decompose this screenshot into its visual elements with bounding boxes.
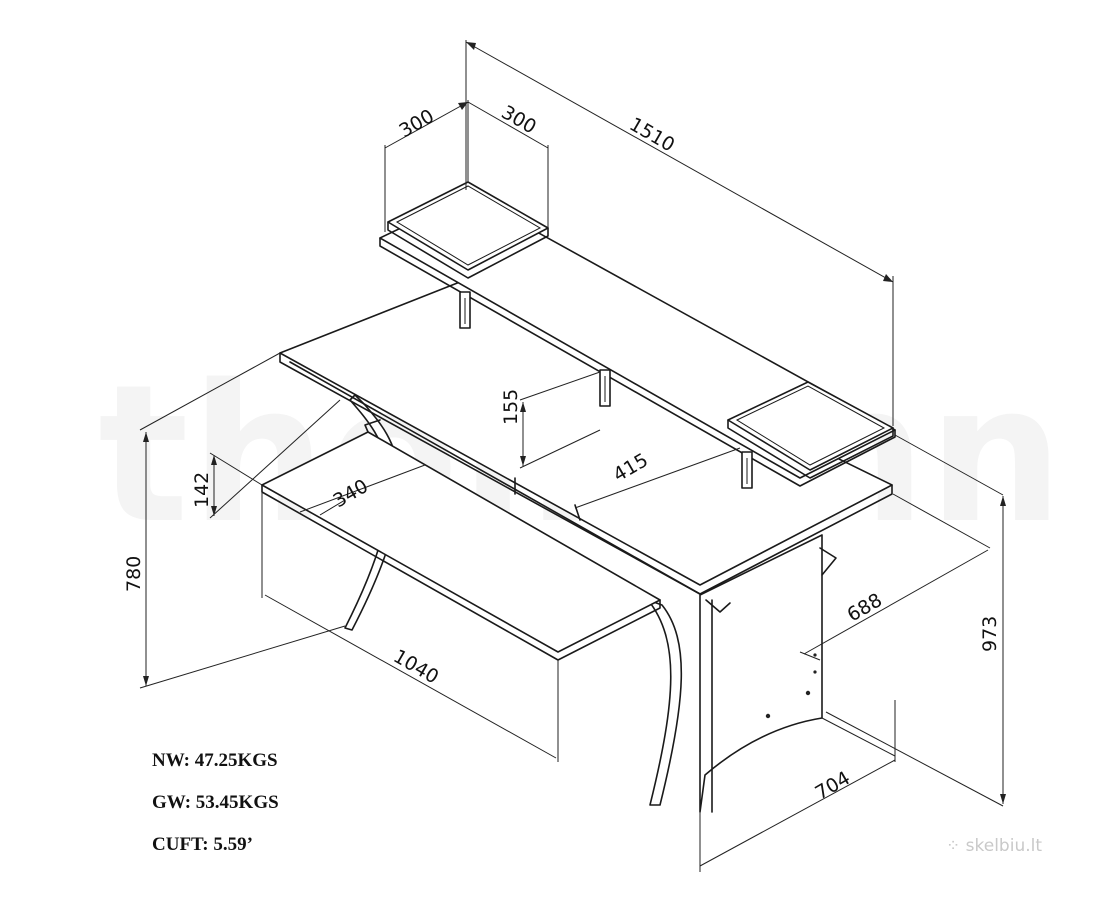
front-curved-leg <box>647 599 683 806</box>
dim-155: 155 <box>500 389 522 425</box>
dim-1040: 1040 <box>390 645 443 688</box>
dim-973: 973 <box>979 616 1001 652</box>
dim-780: 780 <box>123 556 145 592</box>
dim-142: 142 <box>191 472 213 508</box>
dimension-lines <box>139 40 1004 872</box>
dim-300-right: 300 <box>498 101 540 138</box>
dots-icon: ⁘ <box>946 836 966 856</box>
net-weight: NW: 47.25KGS <box>152 750 278 771</box>
gross-weight: GW: 53.45KGS <box>152 792 279 813</box>
dim-300-left: 300 <box>396 105 438 142</box>
cubic-feet: CUFT: 5.59’ <box>152 834 253 855</box>
dim-688: 688 <box>844 589 886 626</box>
shelf-supports <box>459 291 753 489</box>
dimension-arrows <box>143 42 1006 804</box>
site-watermark-text: skelbiu.lt <box>965 836 1043 856</box>
dim-704: 704 <box>812 767 854 804</box>
site-watermark: ⁘ skelbiu.lt <box>946 836 1042 856</box>
right-side-panel <box>699 534 823 813</box>
dim-1510: 1510 <box>626 113 679 156</box>
